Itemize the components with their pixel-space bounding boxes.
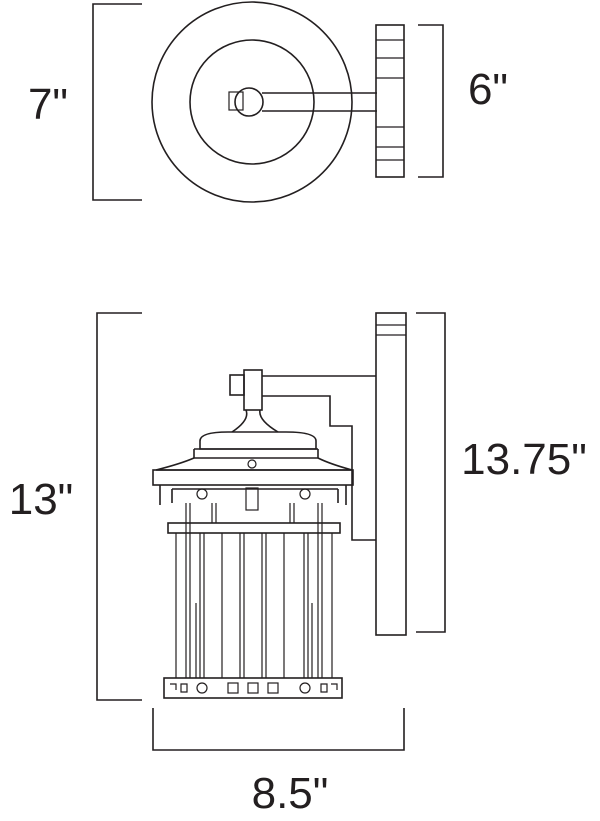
roof-stem — [231, 409, 279, 433]
cage-bars — [175, 503, 333, 678]
wall-backplate-caps — [376, 324, 406, 336]
top-view-height-bracket — [92, 3, 142, 201]
upper-cage-frame — [159, 485, 347, 505]
overall-height-bracket — [416, 312, 446, 633]
roof-band — [152, 469, 354, 486]
overall-height-label: 13.75" — [461, 435, 587, 484]
fixture-height-label: 13" — [9, 475, 74, 524]
fixture-width-bracket — [152, 708, 405, 751]
arm-collar — [243, 369, 263, 411]
fixture-width-label: 8.5" — [252, 769, 329, 818]
backplate-width-label: 6" — [468, 65, 508, 114]
base-band-details — [170, 682, 338, 694]
roof-skirt — [193, 448, 319, 459]
upper-center-post — [245, 487, 259, 511]
backplate-segments — [376, 39, 404, 161]
fixture-height-bracket — [96, 312, 142, 701]
arm-knuckle — [229, 374, 245, 396]
top-view-arm — [262, 92, 377, 112]
top-view-height-label: 7" — [28, 80, 68, 129]
roof-cap — [199, 431, 317, 450]
hub-circle — [234, 87, 264, 117]
canopy-outer-circle — [151, 1, 353, 203]
wall-backplate — [375, 312, 407, 636]
upper-rivet-left — [196, 488, 208, 500]
backplate-width-bracket — [418, 24, 444, 178]
middle-band — [167, 522, 341, 534]
canopy-inner-circle — [189, 39, 315, 165]
roof-finial-screw — [247, 459, 257, 469]
top-view: 7" 6" — [28, 1, 508, 203]
upper-rivet-right — [299, 488, 311, 500]
front-view: 13" 13.75" — [9, 312, 587, 818]
top-view-backplate — [375, 24, 405, 178]
mounting-arm-upper — [262, 375, 376, 541]
roof-flare — [155, 457, 353, 471]
hub-nut — [228, 91, 244, 111]
base-band — [163, 677, 343, 699]
